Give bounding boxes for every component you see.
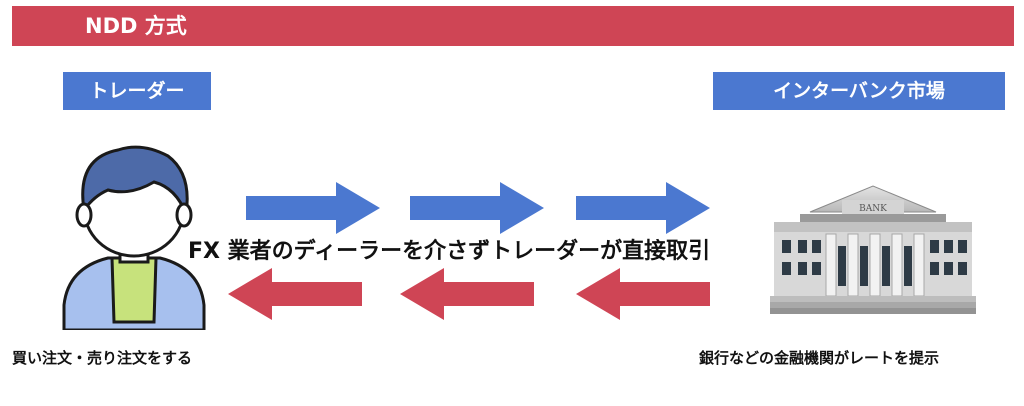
bank-caption: 銀行などの金融機関がレートを提示 (699, 349, 940, 367)
arrow-right-icon (410, 182, 544, 234)
arrow-left-icon (228, 268, 362, 320)
trader-caption: 買い注文・売り注文をする (12, 349, 193, 367)
title-bar: NDD 方式 (12, 6, 1014, 46)
bank-building-icon: BANK (770, 185, 976, 314)
arrow-right-icon (246, 182, 380, 234)
arrow-right-icon (576, 182, 710, 234)
trader-label: トレーダー (63, 72, 211, 110)
interbank-market-label: インターバンク市場 (713, 72, 1005, 110)
page-title: NDD 方式 (85, 14, 187, 38)
direct-trade-description: FX 業者のディーラーを介さずトレーダーが直接取引 (188, 239, 711, 264)
arrow-left-icon (576, 268, 710, 320)
bank-sign-text: BANK (859, 204, 887, 214)
trader-person-icon (62, 145, 206, 330)
arrow-left-icon (400, 268, 534, 320)
